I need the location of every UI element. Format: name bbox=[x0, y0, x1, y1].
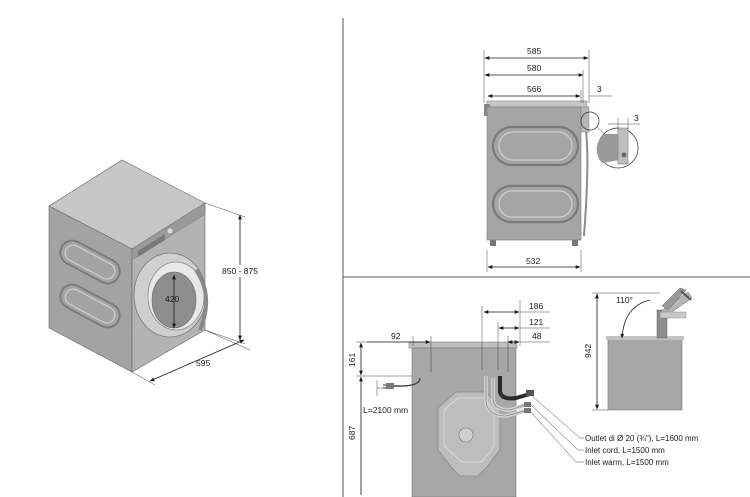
side-view-machine bbox=[484, 100, 639, 246]
callout-inlet-cord: Inlet cord, L=1500 mm bbox=[585, 446, 665, 455]
rear-dim-186: 186 bbox=[529, 301, 543, 311]
side-dim-580: 580 bbox=[527, 63, 541, 73]
side-base-label: 532 bbox=[526, 256, 540, 266]
side-dim-585: 585 bbox=[527, 46, 541, 56]
isometric-machine bbox=[48, 159, 209, 373]
lid-view-machine bbox=[606, 287, 693, 411]
side-dim-566: 566 bbox=[527, 84, 541, 94]
callout-outlet: Outlet di Ø 20 (¾"), L=1600 mm bbox=[585, 434, 699, 443]
lid-angle-label: 110° bbox=[616, 295, 633, 305]
rear-dim-121: 121 bbox=[529, 317, 543, 327]
rear-view-machine bbox=[383, 341, 534, 497]
rear-view-dimensions bbox=[356, 300, 584, 495]
iso-width-dimension bbox=[131, 329, 251, 386]
lid-height-label: 942 bbox=[583, 344, 593, 358]
side-dim-3a: 3 bbox=[597, 84, 602, 94]
iso-height-dimension bbox=[204, 202, 264, 345]
side-dim-3b: 3 bbox=[634, 113, 639, 123]
rear-height-161: 161 bbox=[347, 353, 357, 367]
rear-dim-92: 92 bbox=[391, 331, 401, 341]
side-view-dimensions bbox=[483, 50, 640, 272]
callout-inlet-warm: Inlet warm, L=1500 mm bbox=[585, 458, 669, 467]
iso-height-label: 850 - 875 bbox=[222, 266, 258, 276]
rear-dim-48: 48 bbox=[532, 331, 542, 341]
lid-view-dimensions bbox=[592, 292, 660, 411]
rear-height-687: 687 bbox=[347, 426, 357, 440]
power-cord-label: L=2100 mm bbox=[363, 405, 408, 415]
iso-width-label: 595 bbox=[196, 358, 210, 368]
iso-door-label: 420 bbox=[165, 294, 179, 304]
